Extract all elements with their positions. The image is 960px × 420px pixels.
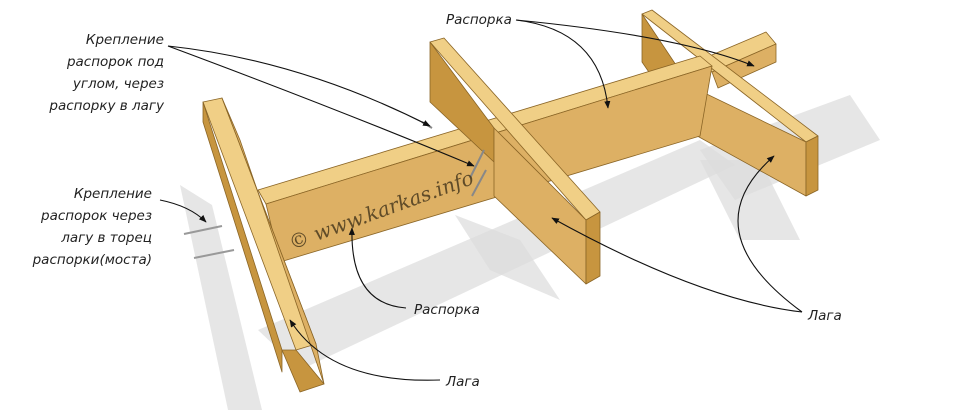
nail-end-1: [183, 225, 223, 235]
leader-angle-2: [167, 45, 475, 167]
leader-end: [159, 199, 207, 223]
nails: [183, 121, 487, 259]
label-end-line-1: Крепление: [74, 186, 152, 202]
joist-right-end: [805, 135, 819, 197]
leader-joist-right-2: [737, 155, 803, 313]
leader-joist-right-1: [551, 217, 803, 313]
joist-left-end: [281, 349, 325, 393]
leader-spacer-bottom: [348, 227, 407, 309]
leader-lines: [159, 19, 803, 381]
joist-middle: [429, 37, 601, 285]
nail-end-2: [193, 249, 235, 259]
label-end-line-3: лагу в торец: [60, 230, 152, 246]
nail-angle-1: [469, 149, 485, 179]
joist-middle-end: [585, 211, 601, 285]
label-angle-line-1: Крепление: [86, 32, 164, 48]
label-angle-line-2: распорок под: [66, 54, 164, 70]
nail-angle-2: [471, 169, 487, 197]
label-spacer-top: Распорка: [446, 12, 512, 28]
left-joist-shadow: [180, 185, 262, 410]
leader-joist-bottom: [289, 319, 441, 381]
label-end-line-2: распорок через: [40, 208, 152, 224]
leader-angle-1: [167, 45, 431, 127]
label-spacer-bottom: Распорка: [414, 302, 480, 318]
leader-spacer-top-2: [515, 19, 755, 67]
label-end-fastening: Крепление распорок через лагу в торец ра…: [32, 186, 152, 268]
joist-left-side: [202, 101, 283, 373]
label-joist-right: Лага: [807, 308, 842, 324]
joist-left: [202, 97, 325, 393]
label-joist-bottom: Лага: [445, 374, 480, 390]
label-end-line-4: распорки(моста): [32, 252, 152, 268]
middle-joist-shadow: [455, 215, 560, 300]
label-angle-fastening: Крепление распорок под углом, через расп…: [48, 32, 165, 114]
label-angle-line-4: распорку в лагу: [48, 98, 165, 114]
label-angle-line-3: углом, через: [72, 76, 164, 92]
leader-spacer-top-1: [515, 19, 611, 109]
